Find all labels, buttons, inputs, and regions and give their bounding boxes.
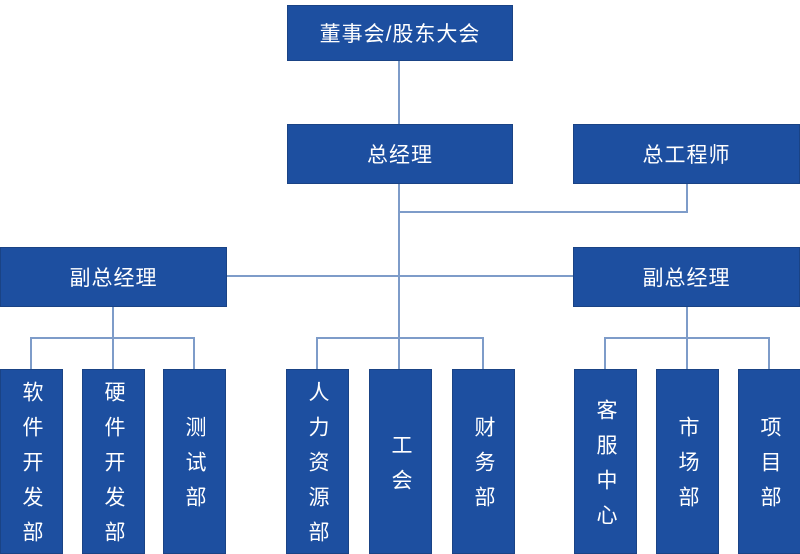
node-label: 测试部 (183, 416, 206, 521)
node-label: 副总经理 (642, 267, 731, 290)
connector-stub-hr (316, 337, 318, 369)
node-general-manager: 总经理 (287, 124, 513, 184)
node-dept-hardware-development: 硬件开发部 (82, 369, 145, 554)
connector-rail-middle-group (316, 337, 484, 339)
node-label: 硬件开发部 (102, 381, 125, 554)
connector-rail-chief-engineer (398, 211, 688, 213)
node-label: 市场部 (676, 416, 699, 521)
connector-rail-right-group (604, 337, 770, 339)
node-dept-finance: 财务部 (452, 369, 515, 554)
node-label: 财务部 (472, 416, 495, 521)
node-dept-customer-service: 客服中心 (574, 369, 637, 554)
connector-stub-testing (193, 337, 195, 369)
node-label: 软件开发部 (20, 381, 43, 554)
node-label: 副总经理 (69, 267, 158, 290)
node-dept-labor-union: 工会 (369, 369, 432, 554)
connector-rail-deputy-gms (227, 275, 573, 277)
node-deputy-general-manager-right: 副总经理 (573, 247, 800, 307)
node-label: 客服中心 (594, 398, 617, 539)
node-dept-software-development: 软件开发部 (0, 369, 63, 554)
connector-stub-software (30, 337, 32, 369)
node-label: 项目部 (758, 416, 781, 521)
node-dept-marketing: 市场部 (656, 369, 719, 554)
node-label: 总工程师 (642, 144, 731, 167)
connector-rail-left-group (30, 337, 195, 339)
node-label: 董事会/股东大会 (319, 23, 481, 46)
node-dept-testing: 测试部 (163, 369, 226, 554)
node-deputy-general-manager-left: 副总经理 (0, 247, 227, 307)
node-chief-engineer: 总工程师 (573, 124, 800, 184)
node-board-of-directors: 董事会/股东大会 (287, 5, 513, 61)
node-label: 工会 (389, 433, 412, 504)
connector-stub-finance (482, 337, 484, 369)
node-dept-project: 项目部 (738, 369, 800, 554)
connector-stub-project (768, 337, 770, 369)
connector-stub-service (604, 337, 606, 369)
node-label: 人力资源部 (306, 381, 329, 554)
connector-board-to-gm (398, 61, 400, 124)
connector-chief-engineer-drop (686, 184, 688, 213)
node-dept-human-resources: 人力资源部 (286, 369, 349, 554)
node-label: 总经理 (367, 144, 433, 167)
